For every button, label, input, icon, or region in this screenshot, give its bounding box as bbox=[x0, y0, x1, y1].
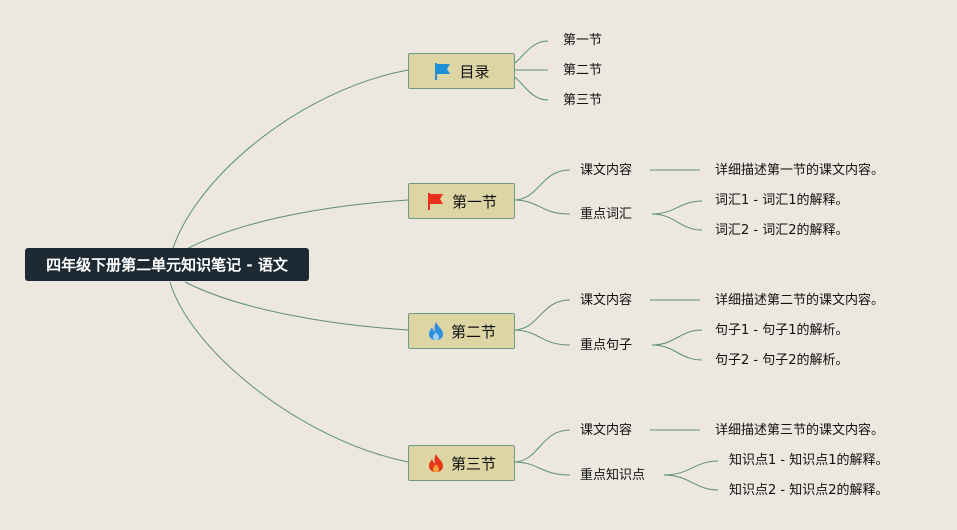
branch-label: 目录 bbox=[459, 62, 490, 81]
subtopic-key-sentences[interactable]: 重点句子 bbox=[580, 338, 633, 353]
subtopic-text-content[interactable]: 课文内容 bbox=[580, 423, 633, 438]
branch-label: 第三节 bbox=[450, 454, 496, 473]
branch-section-1[interactable]: 第一节 bbox=[408, 183, 515, 219]
root-to-sec2-line bbox=[184, 281, 409, 331]
toc-item[interactable]: 第三节 bbox=[563, 93, 603, 108]
root-to-sec1-line bbox=[184, 199, 409, 251]
subtopic-key-words[interactable]: 重点词汇 bbox=[580, 207, 633, 222]
branch-toc[interactable]: 目录 bbox=[408, 53, 515, 89]
key-item[interactable]: 知识点2 - 知识点2的解释。 bbox=[729, 483, 889, 498]
root-to-sec3-line bbox=[169, 281, 409, 463]
subtopic-key-points[interactable]: 重点知识点 bbox=[580, 468, 646, 483]
key-item[interactable]: 句子1 - 句子1的解析。 bbox=[715, 323, 849, 338]
subtopic-text-content[interactable]: 课文内容 bbox=[580, 293, 633, 308]
blue-flag-icon bbox=[433, 61, 453, 81]
key-item[interactable]: 词汇2 - 词汇2的解释。 bbox=[715, 223, 849, 238]
detail-text[interactable]: 详细描述第二节的课文内容。 bbox=[715, 293, 885, 308]
toc-item[interactable]: 第一节 bbox=[563, 33, 603, 48]
key-item[interactable]: 句子2 - 句子2的解析。 bbox=[715, 353, 849, 368]
root-to-toc-line bbox=[169, 69, 409, 259]
detail-text[interactable]: 详细描述第三节的课文内容。 bbox=[715, 423, 885, 438]
red-flame-icon bbox=[427, 453, 445, 473]
toc-item[interactable]: 第二节 bbox=[563, 63, 603, 78]
blue-flame-icon bbox=[427, 321, 445, 341]
key-item[interactable]: 知识点1 - 知识点1的解释。 bbox=[729, 453, 889, 468]
detail-text[interactable]: 详细描述第一节的课文内容。 bbox=[715, 163, 885, 178]
root-topic[interactable]: 四年级下册第二单元知识笔记 - 语文 bbox=[25, 248, 309, 281]
red-flag-icon bbox=[426, 191, 446, 211]
branch-label: 第二节 bbox=[450, 322, 496, 341]
subtopic-text-content[interactable]: 课文内容 bbox=[580, 163, 633, 178]
branch-section-3[interactable]: 第三节 bbox=[408, 445, 515, 481]
branch-section-2[interactable]: 第二节 bbox=[408, 313, 515, 349]
key-item[interactable]: 词汇1 - 词汇1的解释。 bbox=[715, 193, 849, 208]
branch-label: 第一节 bbox=[451, 192, 497, 211]
